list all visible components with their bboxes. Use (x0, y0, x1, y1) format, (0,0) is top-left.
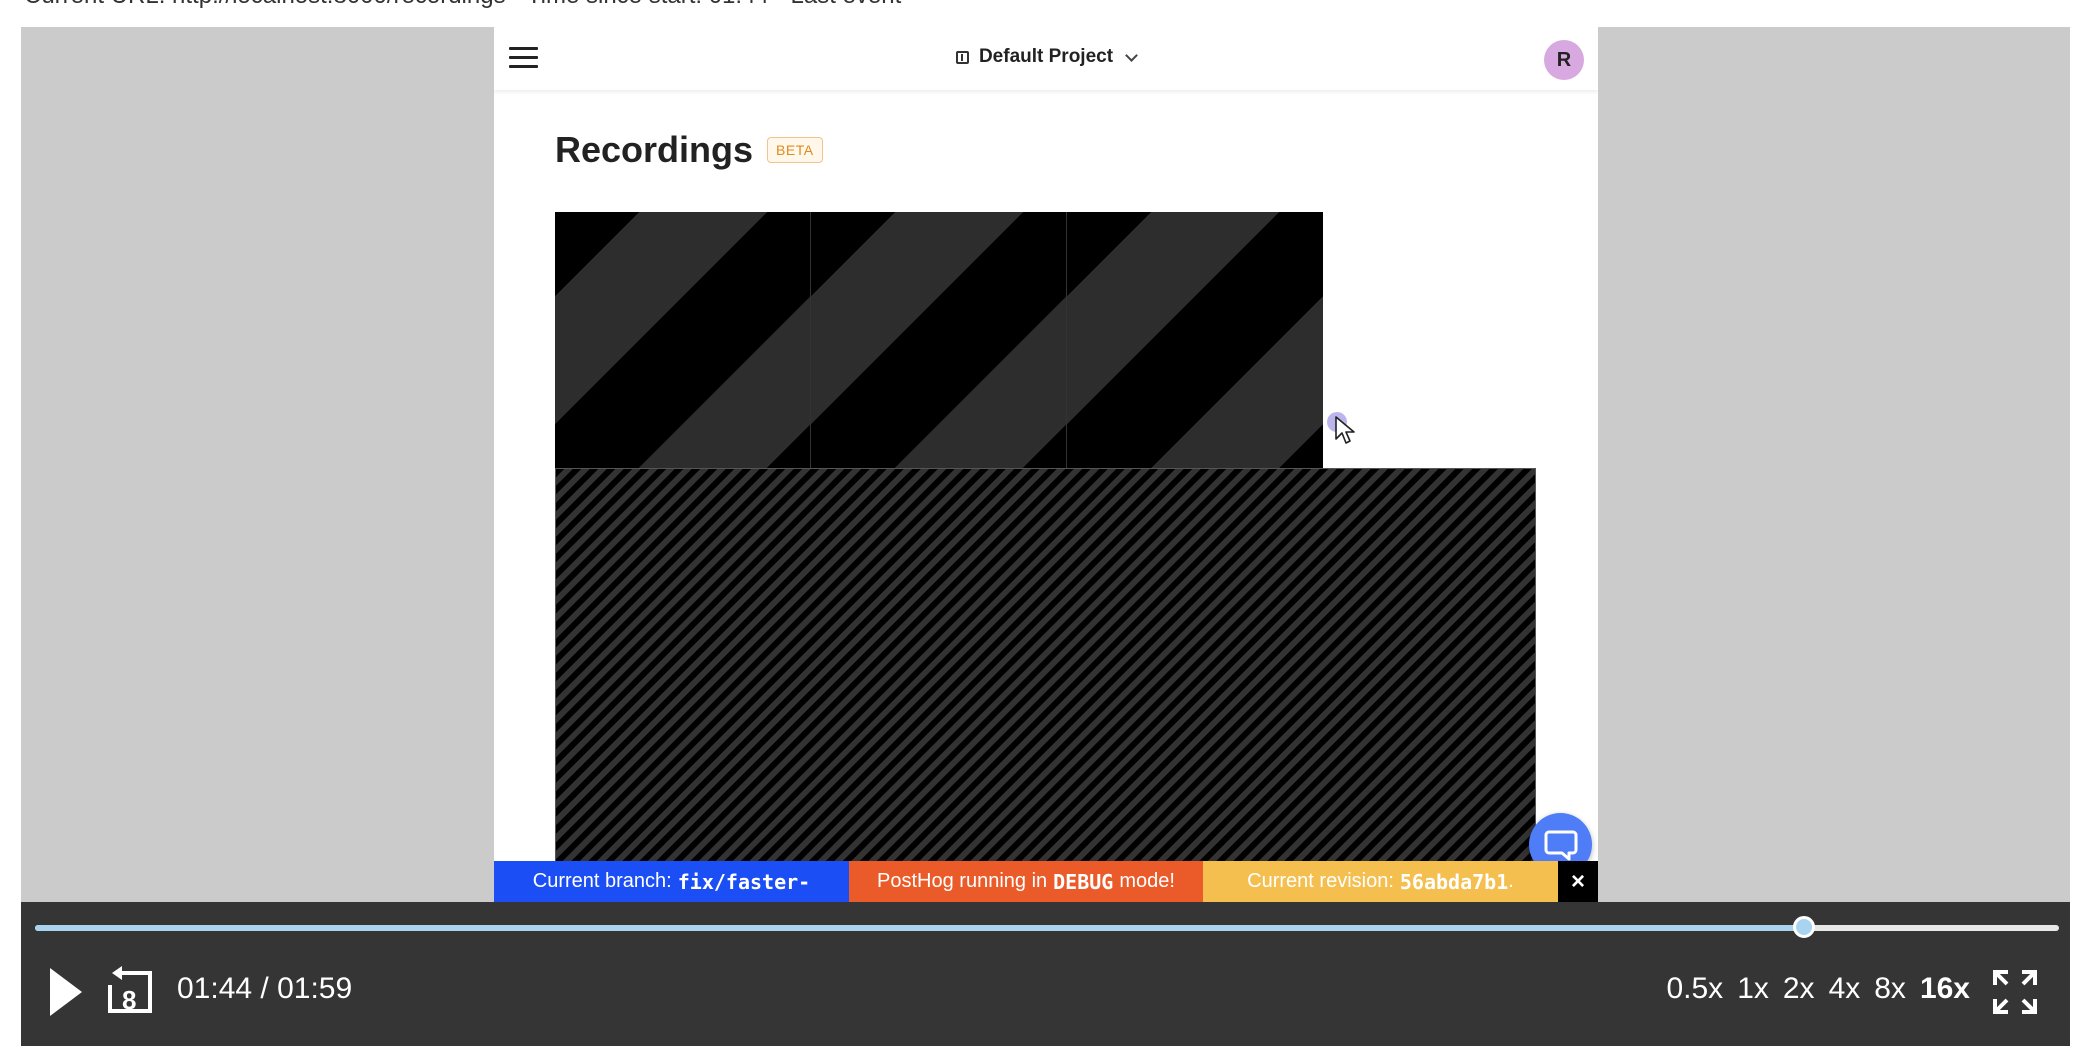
chevron-down-icon (1125, 48, 1138, 62)
rewind-icon (108, 966, 152, 1013)
page-title: Recordings (555, 129, 754, 170)
revision-label: Current revision: (1247, 870, 1394, 892)
total-time: 01:59 (277, 972, 353, 1005)
placeholder-tiles (555, 212, 1323, 468)
speed-option-8x[interactable]: 8x (1874, 972, 1906, 1005)
speed-option-4x[interactable]: 4x (1828, 972, 1861, 1005)
project-selector[interactable]: Default Project (926, 46, 1166, 68)
chat-bubble-icon (1544, 830, 1577, 860)
revision-segment: Current revision: 56abda7b1 . (1203, 861, 1558, 902)
revision-value: 56abda7b1 (1399, 869, 1509, 894)
skip-back-button[interactable]: 8 (104, 965, 156, 1017)
app-header: Default Project R (494, 27, 1598, 90)
revision-suffix: . (1508, 870, 1514, 892)
placeholder-tile (811, 212, 1067, 468)
debug-mode-segment: PostHog running in DEBUG mode! (849, 861, 1203, 902)
menu-icon[interactable] (509, 47, 538, 69)
recorded-app: Default Project R Recordings BETA (494, 27, 1598, 902)
placeholder-tile (555, 212, 811, 468)
project-name: Default Project (978, 46, 1114, 67)
blocked-content-placeholder (555, 468, 1536, 902)
debug-bar: Current branch: fix/faster- PostHog runn… (494, 861, 1598, 902)
current-time: 01:44 (177, 972, 253, 1005)
speed-option-0-5x[interactable]: 0.5x (1666, 972, 1724, 1005)
debug-mode-value: DEBUG (1053, 869, 1114, 894)
mouse-cursor-icon (1335, 416, 1355, 444)
speed-option-2x[interactable]: 2x (1782, 972, 1815, 1005)
branch-label: Current branch: (532, 870, 672, 892)
play-icon[interactable] (48, 966, 84, 1018)
skip-seconds: 8 (122, 985, 137, 1015)
beta-badge: BETA (767, 137, 823, 163)
page-heading: Recordings BETA (555, 129, 823, 171)
recording-viewport: Default Project R Recordings BETA (21, 27, 2070, 902)
branch-value: fix/faster- (677, 869, 811, 894)
branch-segment: Current branch: fix/faster- (494, 861, 849, 902)
seek-progress (35, 925, 1804, 931)
avatar[interactable]: R (1544, 40, 1584, 80)
debug-prefix: PostHog running in (877, 870, 1048, 892)
time-separator: / (252, 972, 278, 1005)
project-icon (955, 50, 969, 64)
close-debug-button[interactable]: × (1558, 861, 1598, 902)
fullscreen-icon[interactable] (1992, 969, 2038, 1015)
speed-option-16x[interactable]: 16x (1919, 972, 1970, 1005)
placeholder-tile (1067, 212, 1323, 468)
speed-options: 0.5x 1x 2x 4x 8x 16x (1666, 972, 1970, 1006)
player-controls: 8 01:44 / 01:59 0.5x 1x 2x 4x 8x 16x (21, 902, 2070, 1046)
browser-top-text: Current URL: http://localhost:8000/recor… (24, 0, 901, 10)
speed-option-1x[interactable]: 1x (1737, 972, 1769, 1005)
seek-handle[interactable] (1792, 916, 1815, 938)
debug-suffix: mode! (1119, 870, 1175, 892)
seek-bar[interactable] (35, 916, 2059, 938)
time-display: 01:44 / 01:59 (177, 972, 352, 1006)
